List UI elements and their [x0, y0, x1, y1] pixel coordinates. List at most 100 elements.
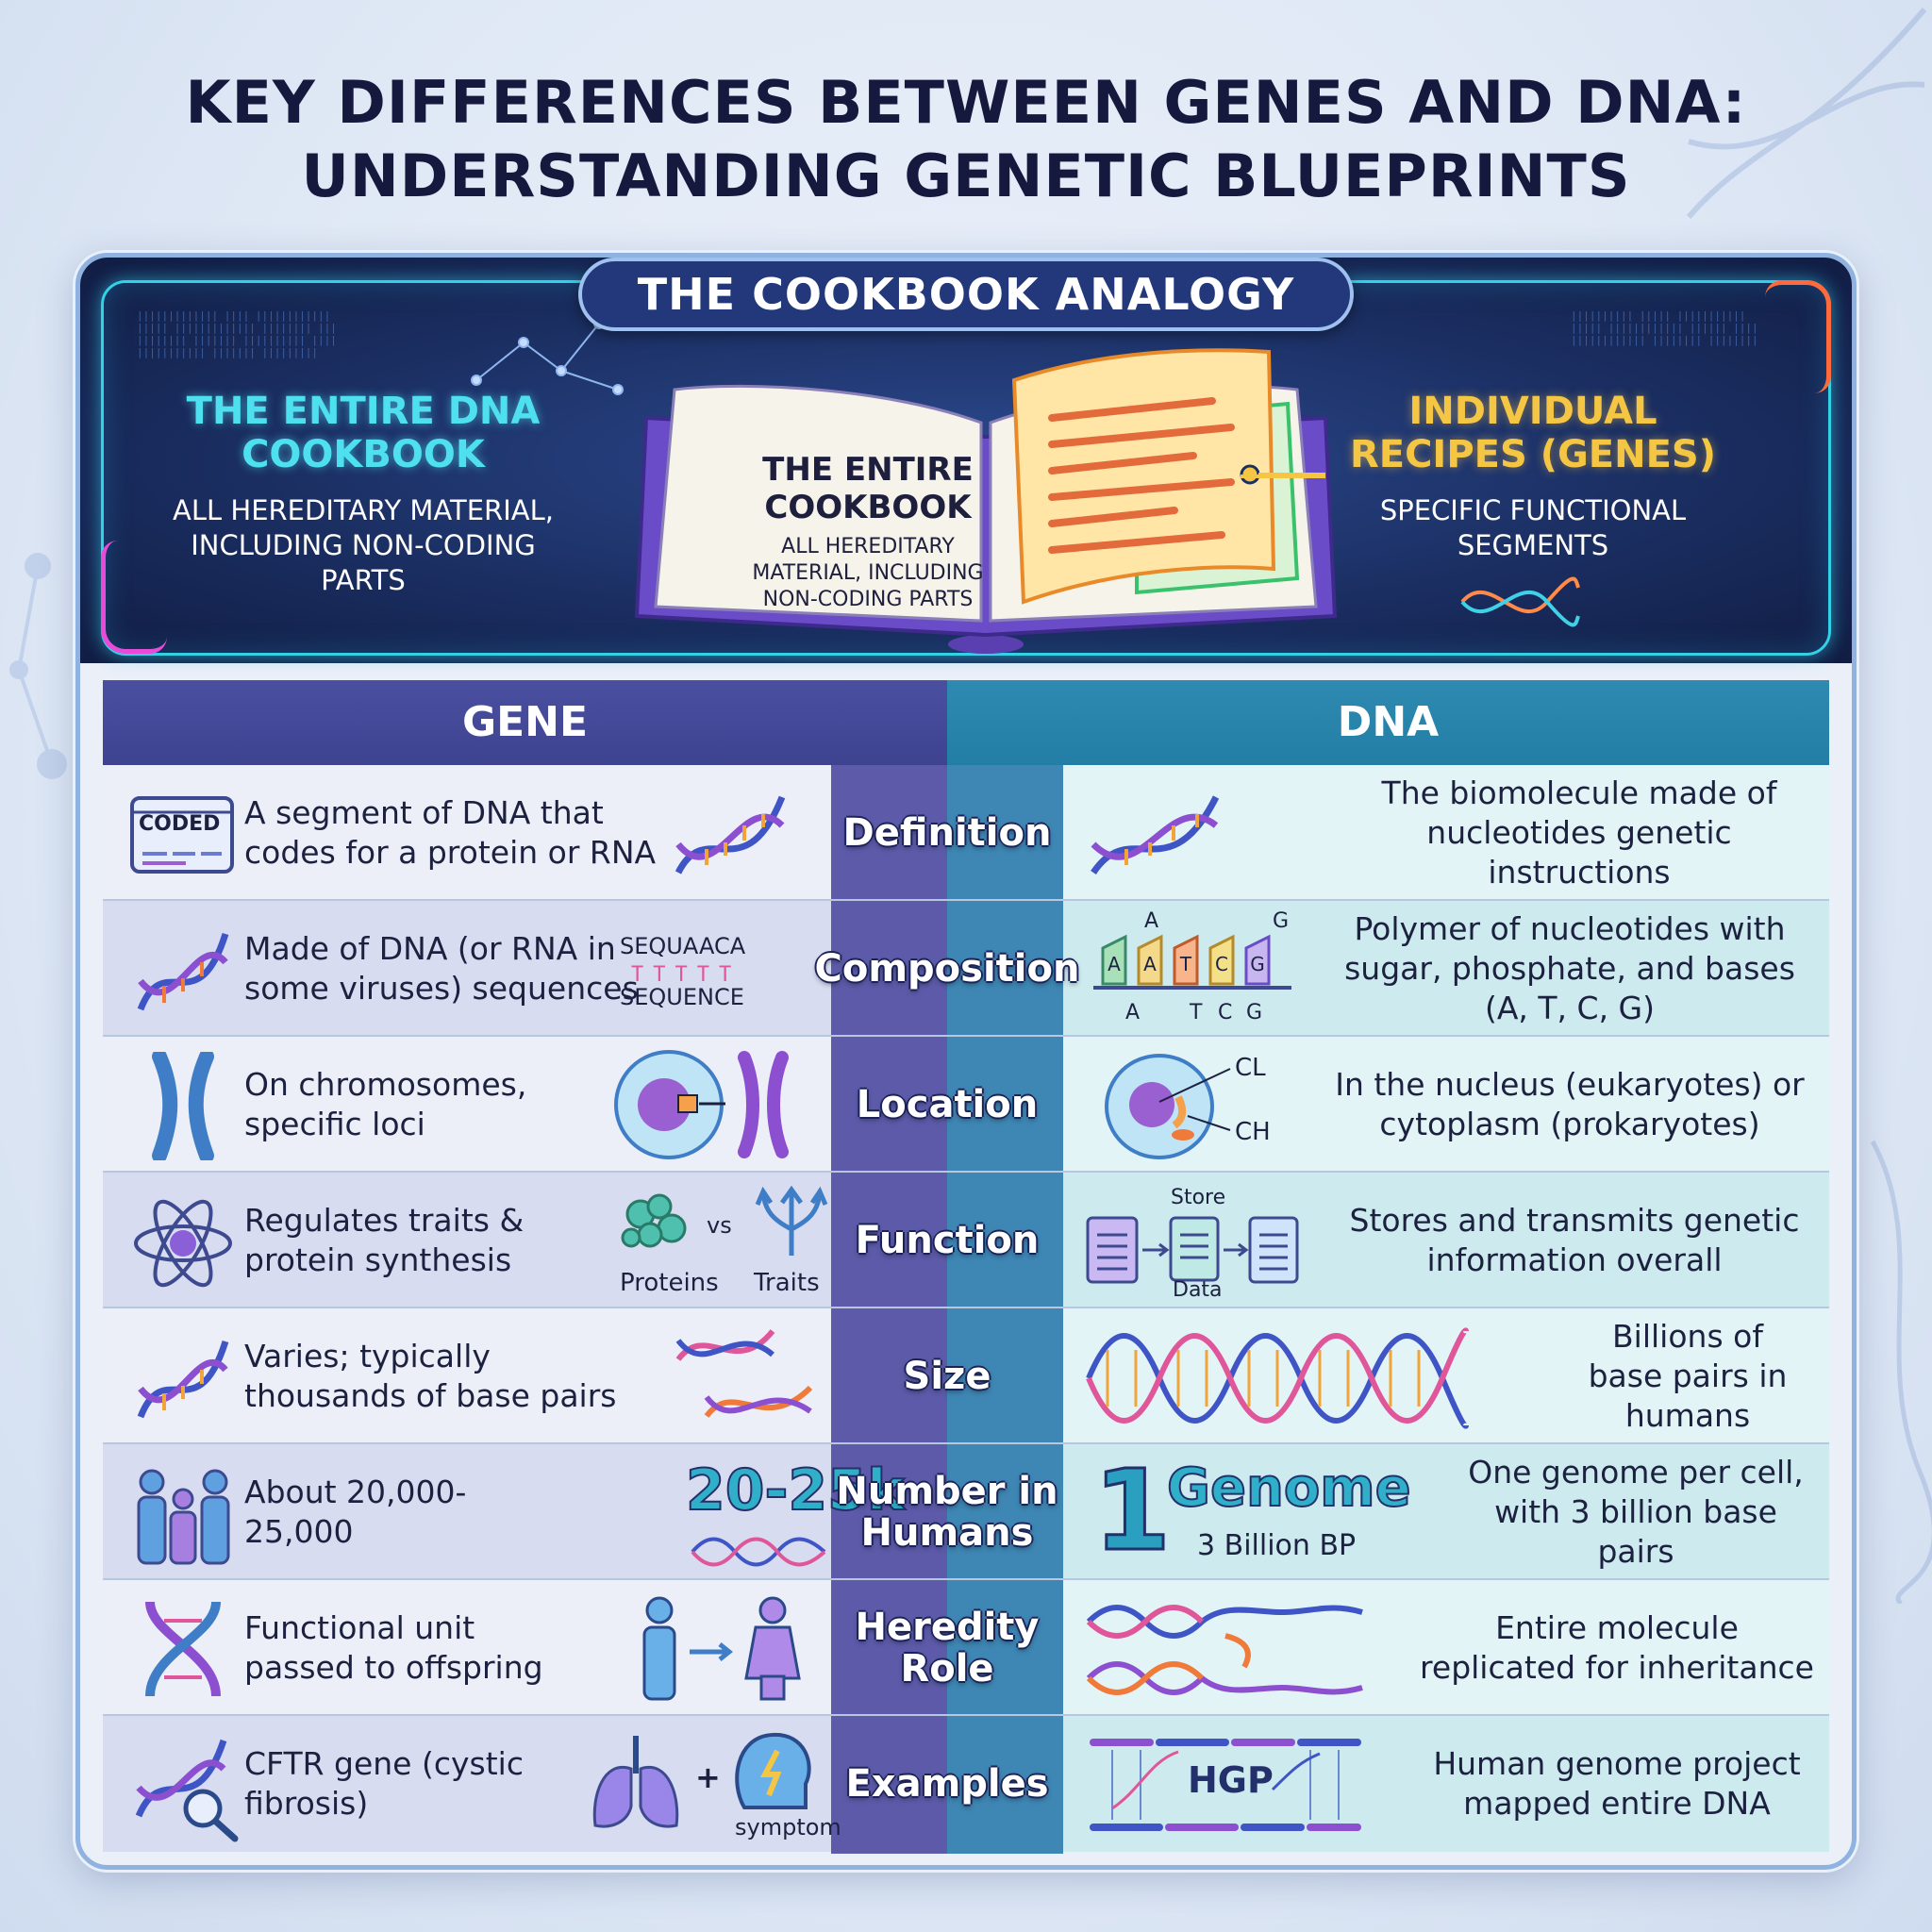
dna-definition-text: The biomolecule made of nucleotides gene…	[1381, 774, 1777, 891]
open-book-icon	[634, 348, 1338, 654]
row-label: Function	[855, 1219, 1040, 1262]
dna-cookbook-callout: THE ENTIRE DNA COOKBOOK ALL HEREDITARY M…	[156, 390, 571, 598]
symptom-label: symptom	[735, 1814, 841, 1840]
svg-text:G: G	[1273, 910, 1289, 933]
svg-text:C: C	[1218, 1001, 1232, 1024]
corner-glow	[1765, 280, 1831, 393]
row-divider	[103, 1171, 1829, 1173]
dna-cell	[1063, 1580, 1829, 1716]
svg-text:G: G	[1250, 953, 1265, 975]
cookbook-analogy-tab: THE COOKBOOK ANALOGY	[578, 258, 1354, 331]
gene-function-text: Regulates traits & protein synthesis	[244, 1202, 525, 1278]
row-label: Size	[903, 1355, 991, 1398]
sequence-ticks: TTTTT	[631, 963, 741, 987]
proteins-label: Proteins	[620, 1269, 719, 1297]
cell-with-chromosome-icon	[614, 1050, 789, 1159]
dna-neon-icon	[1460, 576, 1580, 627]
cell-nucleus-icon	[1105, 1054, 1231, 1159]
dna-strand-icon	[691, 1537, 826, 1567]
table-row-heredity-role: Functional unit passed to offspring Here…	[103, 1580, 1829, 1716]
long-dna-helix-icon	[1086, 1327, 1469, 1429]
comparison-panel: ||||||||||||| |||| |||||||||||| ||||| ||…	[75, 253, 1857, 1870]
svg-text:T: T	[1179, 953, 1192, 975]
label-column-right	[947, 765, 1063, 1854]
dna-heredity-text: Entire molecule replicated for inheritan…	[1420, 1609, 1814, 1686]
gene-location-text: On chromosomes, specific loci	[244, 1066, 527, 1142]
gene-count-figure: 20-25k	[685, 1457, 906, 1524]
dna-replication-icon	[1086, 1605, 1363, 1695]
row-label: Heredity Role	[855, 1606, 1040, 1690]
genome-map-icon	[1090, 1739, 1361, 1831]
row-label: Number in Humans	[836, 1470, 1058, 1555]
cookbook-analogy-banner: ||||||||||||| |||| |||||||||||| ||||| ||…	[80, 258, 1852, 663]
dna-cookbook-description: ALL HEREDITARY MATERIAL, INCLUDING NON-C…	[173, 494, 554, 596]
lungs-icon	[592, 1736, 679, 1828]
svg-text:G: G	[1246, 1001, 1262, 1024]
gene-cell	[103, 901, 831, 1037]
code-window-icon	[130, 796, 234, 874]
dna-column-header: DNA	[947, 680, 1829, 765]
parent-to-offspring-icon	[642, 1596, 801, 1701]
gene-recipes-description: SPECIFIC FUNCTIONAL SEGMENTS	[1379, 494, 1687, 561]
dna-helix-icon	[137, 932, 229, 1011]
head-lightning-icon	[735, 1732, 811, 1809]
dna-size-text: Billions of base pairs in humans	[1588, 1318, 1788, 1434]
plus-sign: +	[695, 1759, 721, 1795]
book-title: THE ENTIRE COOKBOOK	[762, 451, 974, 526]
svg-text:A: A	[1125, 1001, 1140, 1024]
dna-cell	[1063, 1444, 1829, 1580]
dna-helix-icon	[675, 795, 786, 874]
table-row-size: Varies; typically thousands of base pair…	[103, 1308, 1829, 1444]
label-column-left	[831, 765, 947, 1854]
book-page-text: THE ENTIRE COOKBOOK ALL HEREDITARY MATER…	[741, 451, 995, 613]
row-divider	[103, 1442, 1829, 1444]
row-label: Examples	[845, 1762, 1049, 1806]
connector-line	[1241, 475, 1325, 478]
base-pairs-caption: 3 Billion BP	[1197, 1529, 1357, 1562]
dna-helix-icon	[145, 1601, 221, 1697]
dna-composition-text: Polymer of nucleotides with sugar, phosp…	[1344, 910, 1795, 1026]
binary-code-decoration: |||||||||| ||||| ||||||||||| ||||| |||||…	[1571, 309, 1758, 346]
table-row-location: On chromosomes, specific loci Location C…	[103, 1037, 1829, 1173]
row-divider	[103, 1578, 1829, 1580]
table-row-examples: CFTR gene (cystic fibrosis) + symptom Ex…	[103, 1716, 1829, 1852]
dna-examples-text: Human genome project mapped entire DNA	[1433, 1745, 1801, 1822]
gene-number-text: About 20,000-25,000	[244, 1474, 467, 1550]
svg-text:T: T	[1189, 1001, 1203, 1024]
page-title-line-1: KEY DIFFERENCES BETWEEN GENES AND DNA:	[185, 68, 1747, 137]
comparison-table: GENE DNA CODED A segment of DNA that cod…	[103, 680, 1829, 1854]
row-divider	[103, 899, 1829, 901]
gene-recipes-callout: INDIVIDUAL RECIPES (GENES) SPECIFIC FUNC…	[1325, 390, 1740, 563]
row-label: Definition	[842, 811, 1052, 855]
svg-text:A: A	[1143, 953, 1157, 975]
dna-function-text: Stores and transmits genetic information…	[1349, 1202, 1800, 1278]
book-description: ALL HEREDITARY MATERIAL, INCLUDING NON-C…	[752, 535, 984, 611]
store-label: Store	[1171, 1186, 1226, 1209]
dna-helix-icon	[1091, 795, 1220, 874]
table-row-number-in-humans: About 20,000-25,000 20-25k Number in Hum…	[103, 1444, 1829, 1580]
vs-label: vs	[707, 1212, 732, 1239]
family-icon	[137, 1469, 230, 1565]
row-label: Composition	[814, 947, 1080, 991]
gene-size-text: Varies; typically thousands of base pair…	[244, 1338, 617, 1414]
table-row-function: Regulates traits & protein synthesis vs …	[103, 1173, 1829, 1308]
row-divider	[103, 1035, 1829, 1037]
background-molecule-icon	[9, 553, 67, 779]
gene-heredity-text: Functional unit passed to offspring	[244, 1609, 543, 1686]
gene-cell	[103, 1173, 831, 1308]
protein-blob-icon	[621, 1193, 687, 1248]
traits-arrows-icon	[755, 1185, 828, 1256]
background-dna-helix-icon	[1686, 8, 1927, 219]
cell-label-ch: CH	[1235, 1118, 1271, 1146]
dna-helix-icon	[137, 1340, 229, 1419]
hgp-label: HGP	[1188, 1759, 1274, 1801]
dna-number-text: One genome per cell, with 3 billion base…	[1468, 1454, 1804, 1570]
gene-composition-text: Made of DNA (or RNA in some viruses) seq…	[244, 930, 639, 1007]
svg-text:C: C	[1215, 953, 1228, 975]
document-flow-icon	[1086, 1216, 1299, 1284]
svg-text:A: A	[1108, 953, 1121, 975]
corner-glow	[101, 541, 167, 654]
table-row-definition: CODED A segment of DNA that codes for a …	[103, 765, 1829, 901]
atom-icon	[134, 1199, 232, 1288]
